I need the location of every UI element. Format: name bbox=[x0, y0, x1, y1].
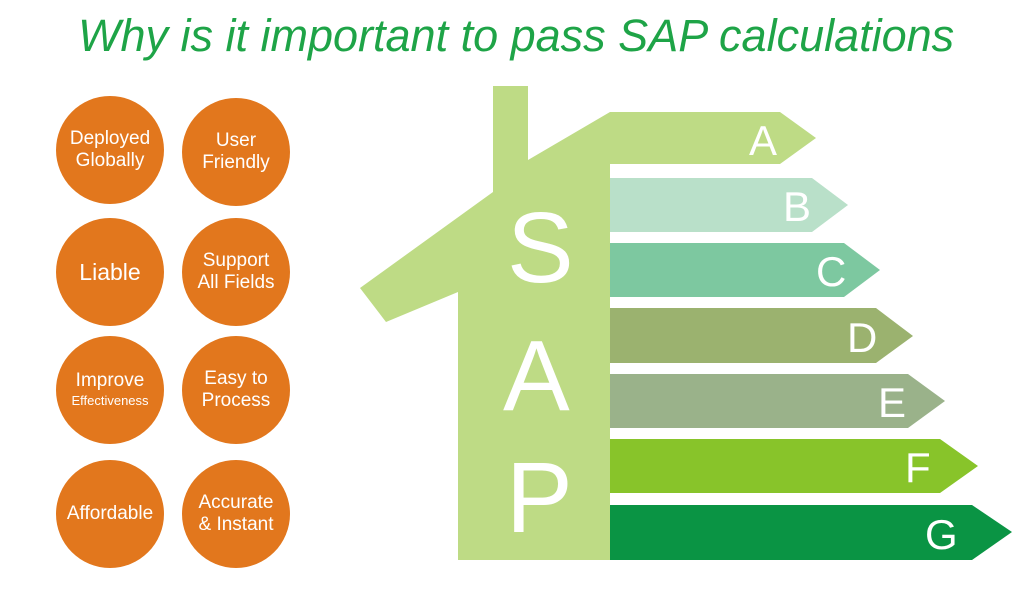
benefit-affordable: Affordable bbox=[56, 460, 164, 568]
rating-label-e: E bbox=[878, 379, 906, 426]
rating-band-c bbox=[610, 243, 880, 297]
benefit-line: Accurate bbox=[198, 492, 274, 513]
rating-band-b bbox=[610, 178, 848, 232]
benefit-line: Liable bbox=[79, 259, 141, 285]
rating-label-c: C bbox=[816, 248, 846, 295]
benefit-line: Improve bbox=[75, 370, 145, 391]
rating-band-f bbox=[610, 439, 978, 493]
rating-band-e bbox=[610, 374, 945, 428]
rating-band-g bbox=[610, 505, 1012, 560]
rating-label-d: D bbox=[847, 314, 877, 361]
rating-label-f: F bbox=[905, 444, 931, 491]
benefit-line: Affordable bbox=[66, 503, 154, 524]
benefit-liable: Liable bbox=[56, 218, 164, 326]
sap-letter-s: S bbox=[507, 192, 574, 304]
house-shape bbox=[360, 86, 610, 560]
benefit-line: Globally bbox=[75, 150, 145, 171]
benefit-line: Easy to bbox=[204, 368, 268, 389]
rating-band-a bbox=[610, 112, 816, 164]
benefit-line: All Fields bbox=[197, 272, 275, 293]
benefit-accurate-instant: Accurate& Instant bbox=[182, 460, 290, 568]
rating-label-b: B bbox=[783, 183, 811, 230]
benefit-line: User bbox=[215, 130, 257, 151]
sap-letter-p: P bbox=[506, 442, 573, 554]
benefit-line: Support bbox=[202, 250, 270, 271]
sap-letter-a: A bbox=[503, 320, 570, 432]
rating-label-g: G bbox=[925, 511, 958, 558]
benefit-line: Deployed bbox=[69, 128, 151, 149]
benefit-line: Effectiveness bbox=[71, 393, 149, 408]
rating-bands bbox=[610, 112, 1012, 560]
benefit-line: Process bbox=[201, 390, 271, 411]
rating-band-d bbox=[610, 308, 913, 363]
page-title: Why is it important to pass SAP calculat… bbox=[78, 10, 955, 61]
rating-label-a: A bbox=[749, 117, 777, 164]
benefit-line: Friendly bbox=[202, 152, 270, 173]
benefit-line: & Instant bbox=[198, 514, 274, 535]
